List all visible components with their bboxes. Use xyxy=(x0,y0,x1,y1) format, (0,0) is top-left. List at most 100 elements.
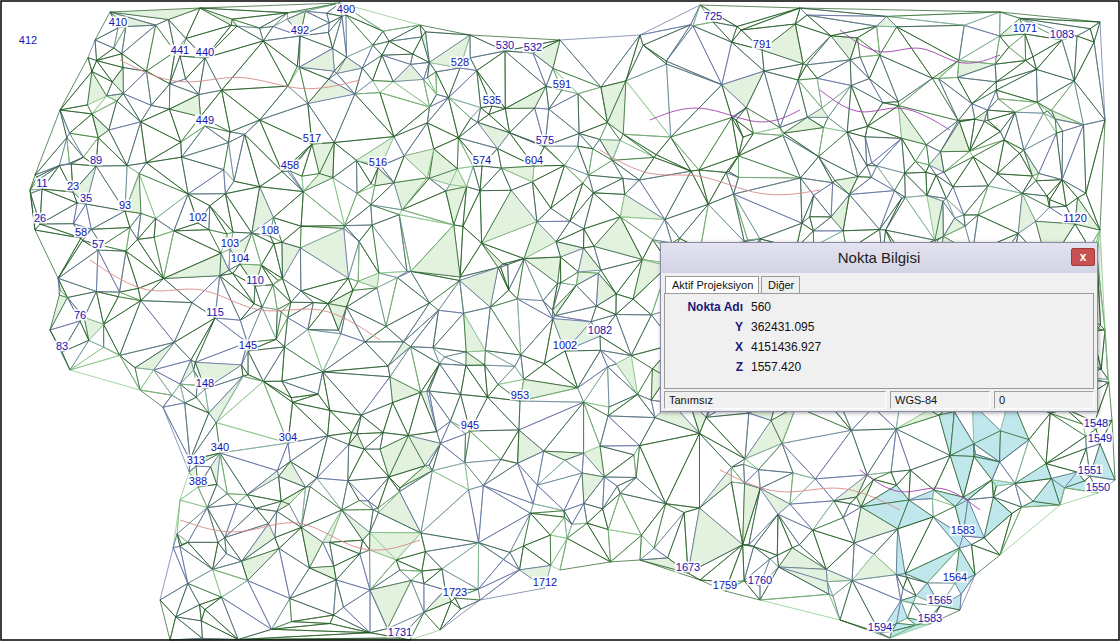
tin-triangle xyxy=(346,288,377,307)
tin-triangle xyxy=(261,244,282,279)
tin-triangle xyxy=(1037,81,1074,111)
point-number: 412 xyxy=(18,35,38,46)
tin-triangle xyxy=(576,273,598,306)
tin-triangle xyxy=(607,81,626,134)
point-number: 517 xyxy=(302,133,322,144)
tin-triangle xyxy=(163,395,185,407)
tin-triangle xyxy=(272,622,330,630)
tin-triangle xyxy=(478,543,503,590)
tin-triangle xyxy=(1009,34,1026,61)
tin-triangle xyxy=(330,542,360,566)
tin-triangle xyxy=(328,16,342,32)
tin-triangle xyxy=(551,165,583,208)
tin-triangle xyxy=(532,165,564,181)
point-number: 528 xyxy=(450,57,470,68)
tin-triangle xyxy=(440,434,465,463)
tin-triangle xyxy=(549,94,579,134)
tin-triangle xyxy=(518,451,544,485)
tin-triangle xyxy=(1086,120,1105,230)
tin-triangle xyxy=(50,295,67,330)
tin-triangle xyxy=(333,160,357,193)
tin-triangle xyxy=(220,443,288,471)
tin-triangle xyxy=(1050,180,1067,207)
tin-triangle xyxy=(373,41,389,55)
tin-triangle xyxy=(524,257,561,284)
tin-triangle xyxy=(814,183,833,217)
tin-triangle xyxy=(141,301,192,343)
tin-triangle xyxy=(852,580,901,633)
tin-triangle xyxy=(301,487,341,528)
tin-triangle xyxy=(504,552,520,570)
tin-triangle xyxy=(104,297,141,325)
point-number: 458 xyxy=(280,160,300,171)
tin-triangle xyxy=(323,366,390,377)
tin-triangle xyxy=(868,106,902,139)
tin-triangle xyxy=(188,583,222,604)
tin-triangle xyxy=(784,117,824,133)
point-number: 532 xyxy=(523,42,543,53)
point-number: 410 xyxy=(108,17,128,28)
point-number: 89 xyxy=(89,155,103,166)
tin-triangle xyxy=(611,535,642,562)
tin-triangle xyxy=(200,3,340,13)
point-number: 535 xyxy=(482,95,502,106)
tin-triangle xyxy=(400,471,433,533)
tin-triangle xyxy=(895,173,906,197)
tin-triangle xyxy=(810,195,831,217)
point-number: 110 xyxy=(245,275,265,286)
tin-triangle xyxy=(736,120,753,137)
tin-triangle xyxy=(225,187,259,233)
tin-triangle xyxy=(388,347,411,377)
tin-triangle xyxy=(334,607,371,633)
tin-triangle xyxy=(442,543,479,590)
tin-triangle xyxy=(970,121,1001,151)
tin-triangle xyxy=(927,583,955,606)
tin-triangle xyxy=(383,25,420,41)
tin-triangle xyxy=(300,226,343,248)
tin-triangle xyxy=(362,55,382,80)
tin-triangle xyxy=(498,267,509,290)
tin-triangle xyxy=(1033,479,1060,506)
tin-triangle xyxy=(301,487,310,528)
tin-triangle xyxy=(247,307,276,342)
tin-triangle xyxy=(790,501,834,530)
tin-triangle xyxy=(886,197,935,240)
tin-triangle xyxy=(114,27,126,48)
tin-triangle xyxy=(449,68,477,98)
tin-triangle xyxy=(248,581,290,630)
point-number: 1712 xyxy=(532,577,558,588)
tin-triangle xyxy=(70,114,99,138)
tin-triangle xyxy=(182,157,224,194)
tin-triangle xyxy=(847,132,867,177)
tin-triangle xyxy=(671,85,732,137)
tin-triangle xyxy=(551,183,583,221)
tin-triangle xyxy=(70,355,140,390)
tin-triangle xyxy=(424,79,437,107)
tin-triangle xyxy=(898,500,934,529)
tin-triangle xyxy=(291,394,318,402)
tin-triangle xyxy=(518,430,544,463)
point-number: 791 xyxy=(752,39,772,50)
tin-triangle xyxy=(427,98,448,123)
tin-triangle xyxy=(623,178,639,194)
tin-triangle xyxy=(386,303,430,342)
tin-triangle xyxy=(1055,119,1083,131)
tin-triangle xyxy=(988,110,1016,120)
tin-triangle xyxy=(301,278,348,303)
tin-triangle xyxy=(342,510,370,540)
tin-triangle xyxy=(880,27,933,79)
tin-triangle xyxy=(279,527,309,568)
tin-triangle xyxy=(471,108,481,123)
tin-triangle xyxy=(968,480,993,500)
tin-triangle xyxy=(242,549,280,581)
tin-triangle xyxy=(754,128,783,136)
tin-triangle xyxy=(533,53,553,86)
tin-triangle xyxy=(1057,131,1063,180)
tin-triangle xyxy=(288,67,308,103)
tin-triangle xyxy=(582,473,604,504)
tin-triangle xyxy=(310,478,342,510)
tin-triangle xyxy=(400,466,432,488)
tin-triangle xyxy=(371,183,402,210)
point-number: 1083 xyxy=(1049,29,1075,40)
tin-triangle xyxy=(483,463,533,503)
